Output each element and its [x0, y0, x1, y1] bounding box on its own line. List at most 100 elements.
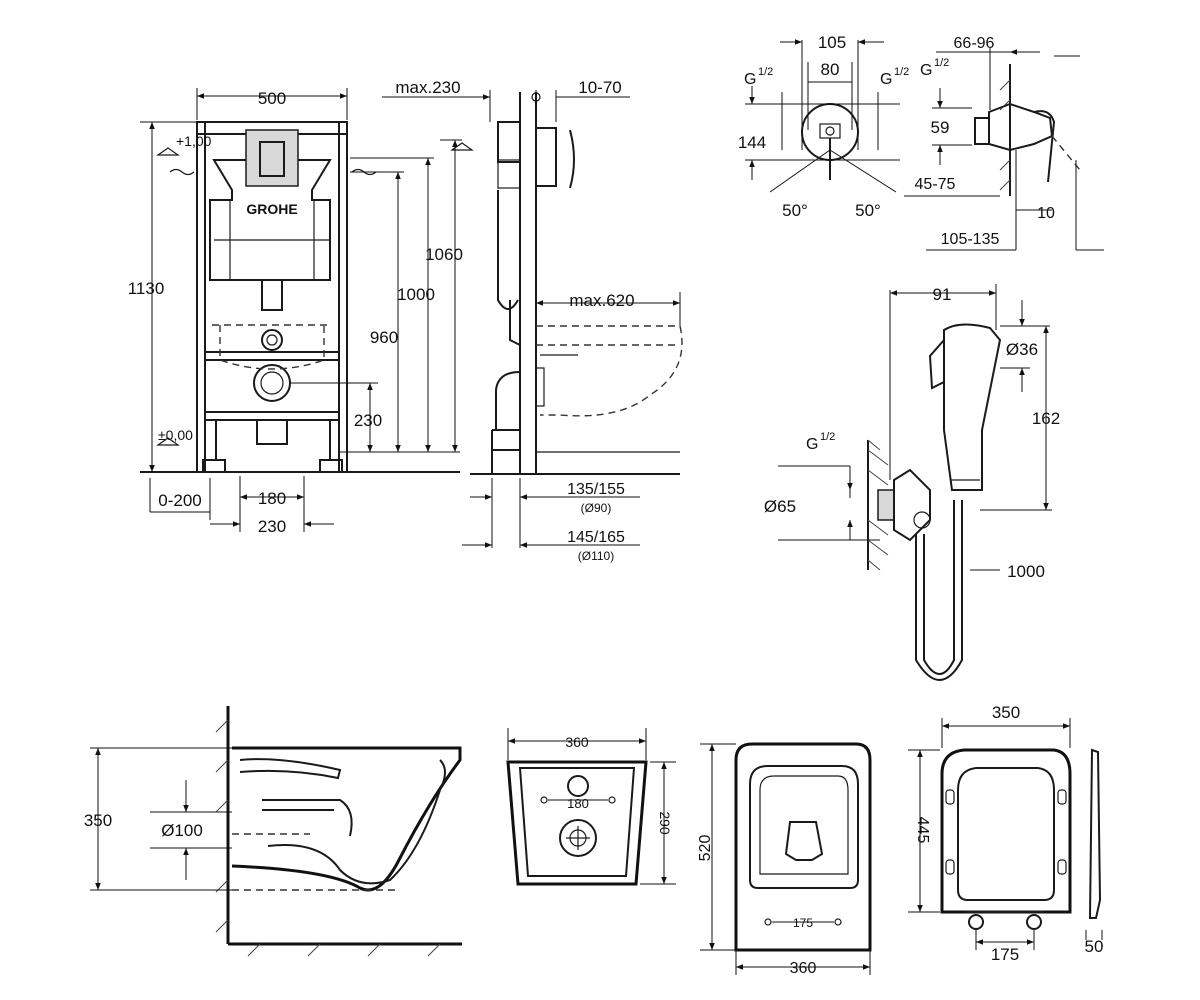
water-supply-left-icon	[169, 168, 195, 176]
dim-offset-0-200: 0-200	[158, 491, 201, 510]
bowl-top-outline	[734, 742, 872, 952]
dim-bolt-spacing-180: 180	[567, 796, 589, 811]
bowl-inlet	[567, 775, 589, 797]
cistern-body	[209, 159, 332, 281]
dim-seat-width-350: 350	[992, 703, 1020, 722]
bowl-inner	[267, 759, 446, 885]
bowl-back-outline	[506, 760, 648, 886]
seat-top-view: 350 445 175 50	[908, 703, 1103, 964]
seat-side-profile	[1088, 748, 1102, 919]
frame-bottom-rail	[204, 411, 340, 421]
frame-left-post	[196, 121, 206, 473]
bowl-top-inner	[749, 765, 859, 889]
bowl-dashed-outline	[212, 324, 332, 370]
angle-left-label: 50°	[782, 201, 808, 220]
dim-height-960: 960	[370, 328, 398, 347]
dim-width-230: 230	[258, 517, 286, 536]
dim-spray-diameter-65: Ø65	[764, 497, 796, 516]
level-floor-icon	[156, 437, 180, 446]
spray-thread-fraction: 1/2	[820, 431, 835, 443]
bowl-back-view: 180 360 290	[506, 728, 676, 886]
bowl-rim	[239, 758, 342, 780]
dim-top-length-520: 520	[697, 835, 714, 862]
seat-inner	[957, 767, 1055, 901]
valve-body	[974, 117, 990, 145]
thread-side-fraction: 1/2	[934, 57, 949, 69]
spray-head	[943, 323, 1002, 491]
dim-depth-105-135: 105-135	[941, 231, 1000, 248]
bowl-top-view: 175 520 360	[697, 742, 872, 977]
flush-pipe	[261, 279, 283, 311]
seat-hinge-left	[968, 914, 984, 930]
level-top-icon	[156, 147, 180, 156]
brand-logo-text: GROHE	[246, 201, 297, 217]
thread-right-label: G	[880, 71, 892, 88]
bowl-outline	[231, 746, 462, 892]
thread-right-fraction: 1/2	[894, 66, 909, 78]
dim-frame-width: 500	[258, 89, 286, 108]
spray-hose	[915, 500, 963, 681]
frame-front-view: +1,00 ±0,00 GROHE 500 1130 1060 1000 960…	[128, 88, 463, 536]
dim-spray-diameter-36: Ø36	[1006, 340, 1038, 359]
dim-seat-length-445: 445	[914, 817, 931, 844]
side-cistern	[497, 190, 519, 310]
dim-width-180: 180	[258, 489, 286, 508]
dim-height-1060: 1060	[425, 245, 463, 264]
bowl-top-drain	[784, 821, 824, 861]
side-plate-cover	[569, 129, 575, 189]
dim-max-620: max.620	[569, 291, 634, 310]
hygienic-spray-view: 91 Ø36 162 G 1/2 Ø65 1000	[764, 284, 1060, 681]
dim-height-230: 230	[354, 411, 382, 430]
flush-connector	[261, 329, 283, 351]
dim-depth-66-96: 66-96	[954, 35, 995, 52]
dim-seat-spacing-175: 175	[991, 945, 1019, 964]
dim-depth-135-155: 135/155	[567, 481, 625, 498]
valve-side-view: 66-96 G 1/2 59 45-75 10 105-135	[904, 35, 1104, 251]
frame-right-post	[338, 121, 348, 473]
bowl-wall-hatch	[215, 719, 441, 957]
level-top-label: +1,00	[176, 133, 212, 149]
seat-hinge-right	[1026, 914, 1042, 930]
dim-outlet-diameter-100: Ø100	[161, 821, 203, 840]
dim-width-80: 80	[821, 60, 840, 79]
dim-top-spacing-175: 175	[793, 916, 813, 930]
dim-bowl-height-350: 350	[84, 811, 112, 830]
side-bowl-dashed	[536, 325, 683, 417]
dim-max-230: max.230	[395, 78, 460, 97]
dim-pipe-110: (Ø110)	[578, 549, 614, 563]
waste-pipe	[256, 419, 288, 445]
thread-side-label: G	[920, 62, 932, 79]
dim-spray-width-91: 91	[933, 285, 952, 304]
frame-mid-rail	[204, 351, 340, 361]
dim-depth-10-70: 10-70	[578, 78, 621, 97]
dim-back-width-360: 360	[565, 734, 589, 750]
dim-spray-height-162: 162	[1032, 409, 1060, 428]
dim-seat-thickness-50: 50	[1085, 937, 1104, 956]
level-floor-label: ±0,00	[158, 427, 193, 443]
dim-width-105: 105	[818, 33, 846, 52]
side-flush-mechanism	[497, 159, 521, 189]
dim-height-59: 59	[931, 118, 950, 137]
thread-left-label: G	[744, 71, 756, 88]
valve-lever	[1033, 110, 1056, 183]
thread-left-fraction: 1/2	[758, 66, 773, 78]
spray-holder	[893, 468, 931, 542]
dim-frame-height: 1130	[128, 279, 165, 298]
dim-back-depth-290: 290	[657, 811, 673, 835]
bowl-side-section: 350 Ø100	[84, 706, 462, 957]
dim-depth-45-75: 45-75	[915, 176, 956, 193]
frame-side-view: max.230 10-70 max.620 135/155 (Ø90) 145/…	[382, 78, 683, 563]
spray-trigger	[928, 339, 945, 390]
spray-wall-hatch	[867, 439, 889, 571]
frame-left-foot	[202, 459, 226, 473]
dim-hose-length-1000: 1000	[1007, 562, 1045, 581]
spray-wall-connector	[877, 489, 895, 521]
bowl-outlet	[559, 819, 597, 857]
dim-top-width-360: 360	[790, 960, 817, 977]
side-frame-top	[497, 121, 521, 163]
side-flush-plate	[535, 127, 557, 187]
dim-height-1000: 1000	[397, 285, 435, 304]
dim-height-144: 144	[738, 133, 766, 152]
spray-thread-label: G	[806, 436, 818, 453]
angle-right-label: 50°	[855, 201, 881, 220]
